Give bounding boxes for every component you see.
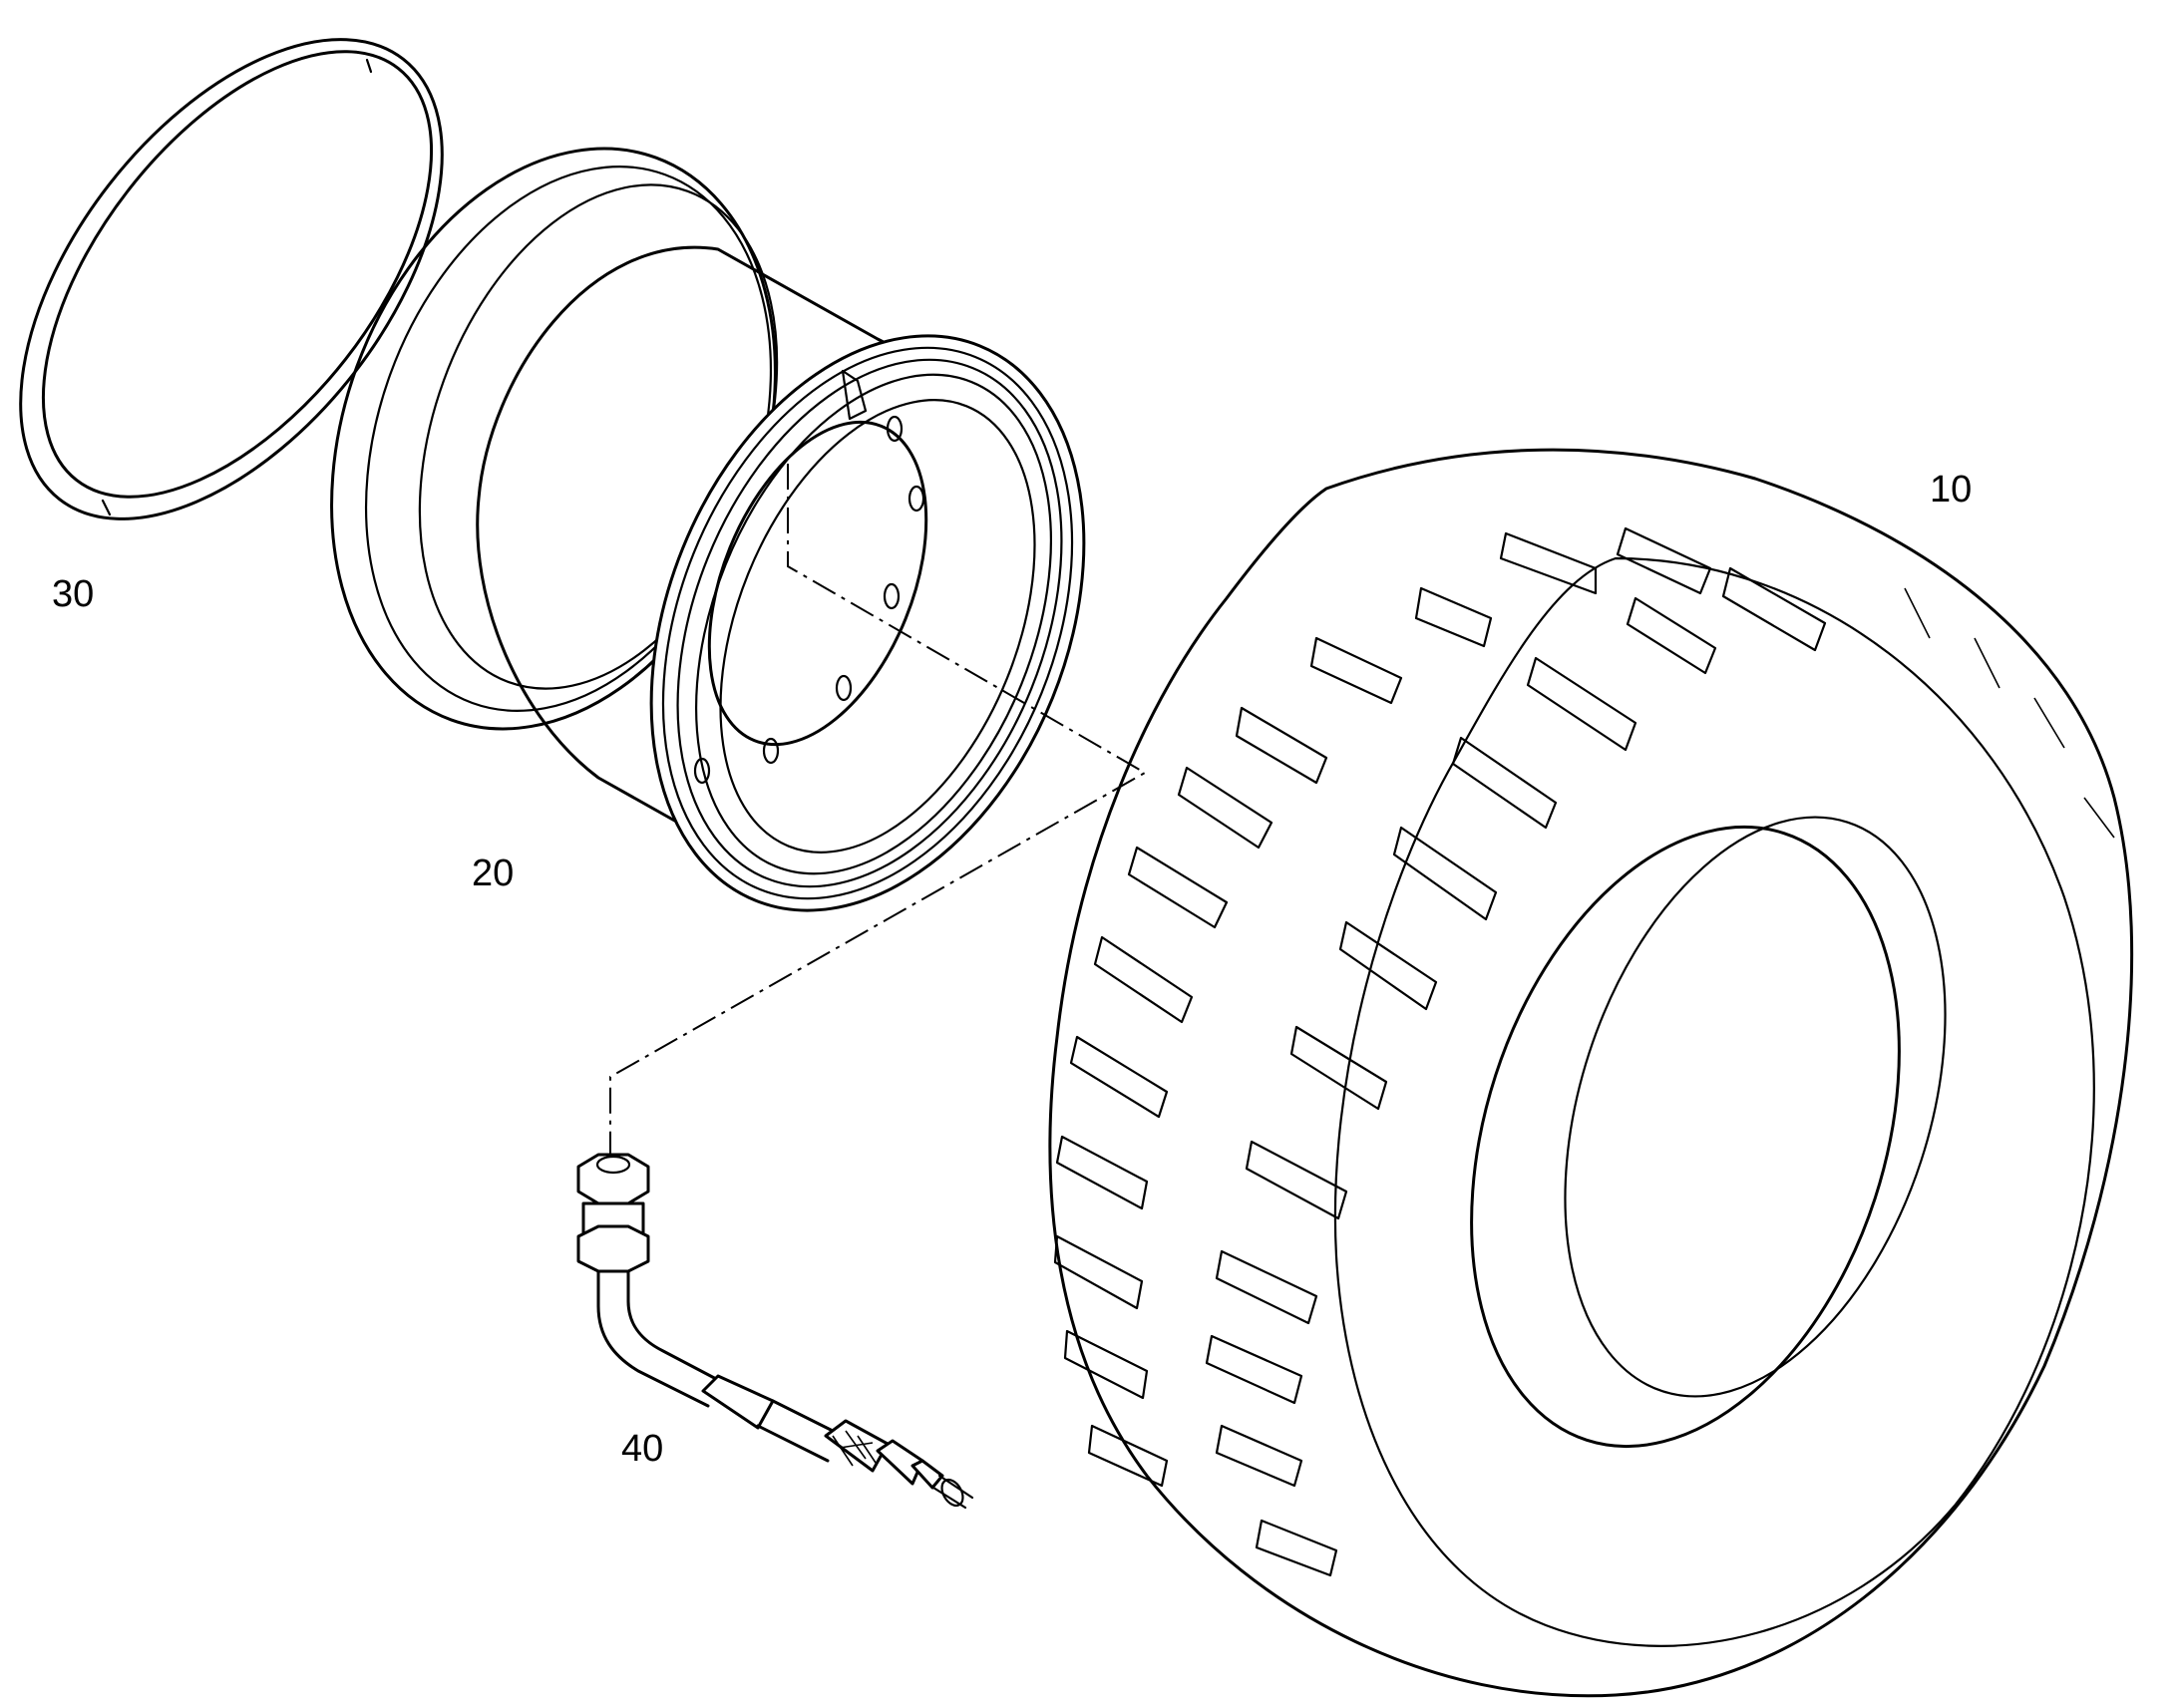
tire-drawing — [1048, 448, 2134, 1698]
callout-valve-extension: 40 — [621, 1428, 663, 1470]
assembly-leader-line — [609, 464, 1148, 1157]
valve-extension-drawing — [576, 1153, 974, 1510]
lock-ring-drawing — [19, 38, 444, 520]
callout-lock-ring: 30 — [52, 573, 94, 615]
callout-wheel-rim: 20 — [472, 853, 514, 894]
callout-tire: 10 — [1930, 469, 1972, 511]
wheel-rim-drawing — [330, 147, 1086, 912]
